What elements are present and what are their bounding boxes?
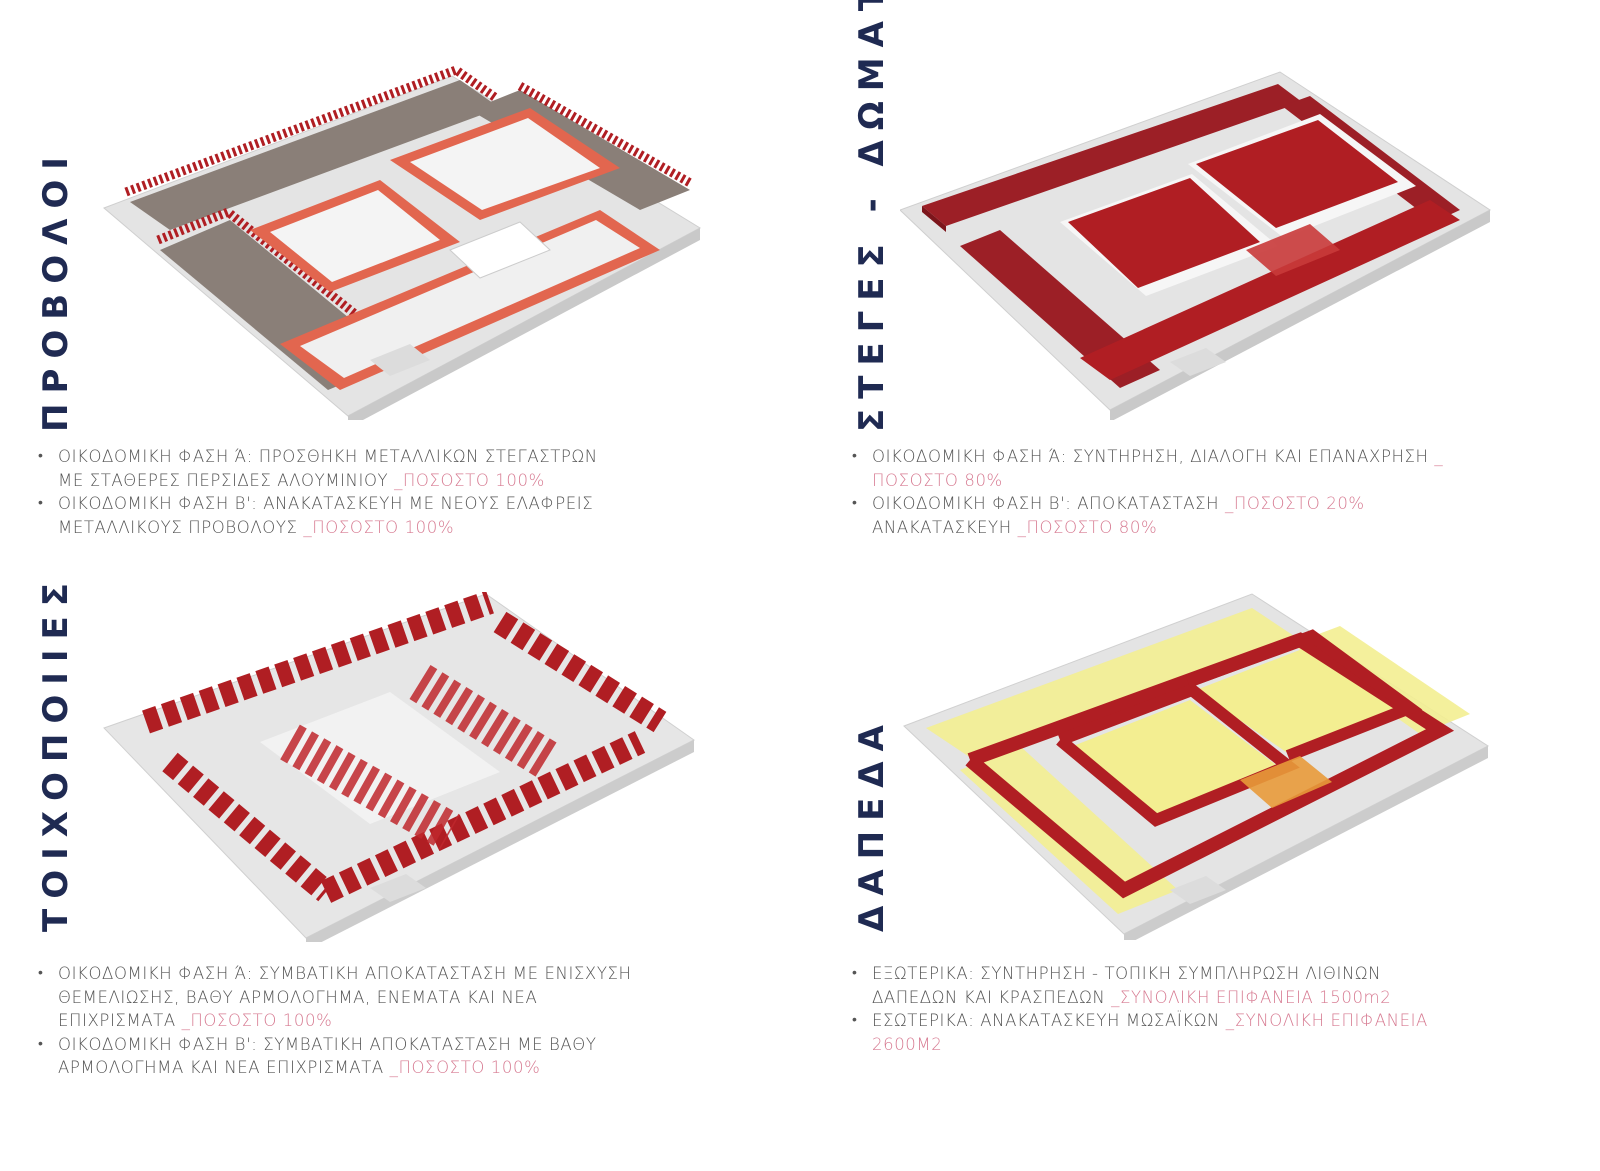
courtyard-right-roof: [1196, 120, 1398, 228]
walls-right-row: [493, 611, 667, 733]
floor-left-wing: [960, 746, 1178, 914]
courtyard-left-inner: [270, 190, 440, 282]
walls-center-row-a: [280, 724, 460, 850]
roof-front: [1080, 200, 1460, 380]
walls-top-row: [142, 592, 494, 734]
central-stairs: [1170, 348, 1226, 376]
courtyard-left-roof: [1068, 178, 1260, 288]
axonometric-drawing-dapeda: [903, 593, 1489, 940]
central-block: [1240, 756, 1332, 808]
axonometric-drawing-provoloi: [103, 64, 702, 420]
bullet-item: ΕΞΩΤΕΡΙΚΑ: ΣΥΝΤΗΡΗΣΗ - ΤΟΠΙΚΗ ΣΥΜΠΛΗΡΩΣΗ…: [852, 962, 1572, 1009]
paving-court-right: [1185, 629, 1423, 762]
walls-left-row: [162, 752, 334, 902]
central-stairs: [1170, 876, 1226, 904]
panel-title: ΔΑΠΕΔΑ: [852, 715, 892, 932]
bullet-item: ΟΙΚΟΔΟΜΙΚΗ ΦΑΣΗ Β': ΑΠΟΚΑΤΑΣΤΑΣΗ _ΠΟΣΟΣΤ…: [852, 492, 1572, 539]
roof-top-front: [922, 206, 946, 232]
bullet-list: ΕΞΩΤΕΡΙΚΑ: ΣΥΝΤΗΡΗΣΗ - ΤΟΠΙΚΗ ΣΥΜΠΛΗΡΩΣΗ…: [852, 962, 1572, 1056]
roof-top-wing: [130, 80, 500, 230]
central-stairs: [370, 344, 430, 376]
panel-title: ΣΤΕΓΕΣ - ΔΩΜΑΤΑ: [852, 0, 892, 432]
bullet-item: ΟΙΚΟΔΟΜΙΚΗ ΦΑΣΗ Ά: ΣΥΜΒΑΤΙΚΗ ΑΠΟΚΑΤΑΣΤΑΣ…: [38, 962, 778, 1033]
bullet-item: ΟΙΚΟΔΟΜΙΚΗ ΦΑΣΗ Β': ΣΥΜΒΑΤΙΚΗ ΑΠΟΚΑΤΑΣΤΑ…: [38, 1033, 778, 1080]
louvers-top: [124, 64, 499, 197]
axonometric-drawing-toixopoiies: [103, 592, 695, 942]
panel-title: ΠΡΟΒΟΛΟΙ: [36, 147, 76, 432]
floor-court-right: [1196, 646, 1400, 752]
central-block: [449, 221, 551, 279]
panel-title: ΤΟΙΧΟΠΟΙΙΕΣ: [36, 573, 76, 932]
bullet-item: ΟΙΚΟΔΟΜΙΚΗ ΦΑΣΗ Ά: ΠΡΟΣΘΗΚΗ ΜΕΤΑΛΛΙΚΩΝ Σ…: [38, 445, 758, 492]
axonometric-drawing-steges: [900, 71, 1491, 420]
bullet-item: ΟΙΚΟΔΟΜΙΚΗ ΦΑΣΗ Β': ΑΝΑΚΑΤΑΣΚΕΥΗ ΜΕ ΝΕΟΥ…: [38, 492, 758, 539]
bullet-list: ΟΙΚΟΔΟΜΙΚΗ ΦΑΣΗ Ά: ΠΡΟΣΘΗΚΗ ΜΕΤΑΛΛΙΚΩΝ Σ…: [38, 445, 758, 539]
walls-center-row-b: [409, 664, 561, 780]
walls-front-row: [320, 731, 646, 903]
floor-top-wing: [926, 608, 1300, 760]
courtyard-right-inner: [410, 118, 600, 210]
central-block: [1246, 224, 1340, 276]
bullet-list: ΟΙΚΟΔΟΜΙΚΗ ΦΑΣΗ Ά: ΣΥΝΤΗΡΗΣΗ, ΔΙΑΛΟΓΗ ΚΑ…: [852, 445, 1572, 539]
central-stairs: [370, 874, 426, 902]
inner-court: [260, 692, 500, 824]
front-wing-top: [300, 220, 640, 378]
site-base-edge: [348, 228, 700, 420]
roof-top: [922, 84, 1302, 226]
louvers-right: [517, 82, 695, 188]
bullet-item: ΟΙΚΟΔΟΜΙΚΗ ΦΑΣΗ Ά: ΣΥΝΤΗΡΗΣΗ, ΔΙΑΛΟΓΗ ΚΑ…: [852, 445, 1572, 492]
bullet-item: ΕΣΩΤΕΡΙΚΑ: ΑΝΑΚΑΤΑΣΚΕΥΗ ΜΩΣΑΪΚΩΝ _ΣΥΝΟΛΙ…: [852, 1009, 1572, 1056]
louvers-left: [156, 206, 403, 354]
bullet-list: ΟΙΚΟΔΟΜΙΚΗ ΦΑΣΗ Ά: ΣΥΜΒΑΤΙΚΗ ΑΠΟΚΑΤΑΣΤΑΣ…: [38, 962, 778, 1080]
